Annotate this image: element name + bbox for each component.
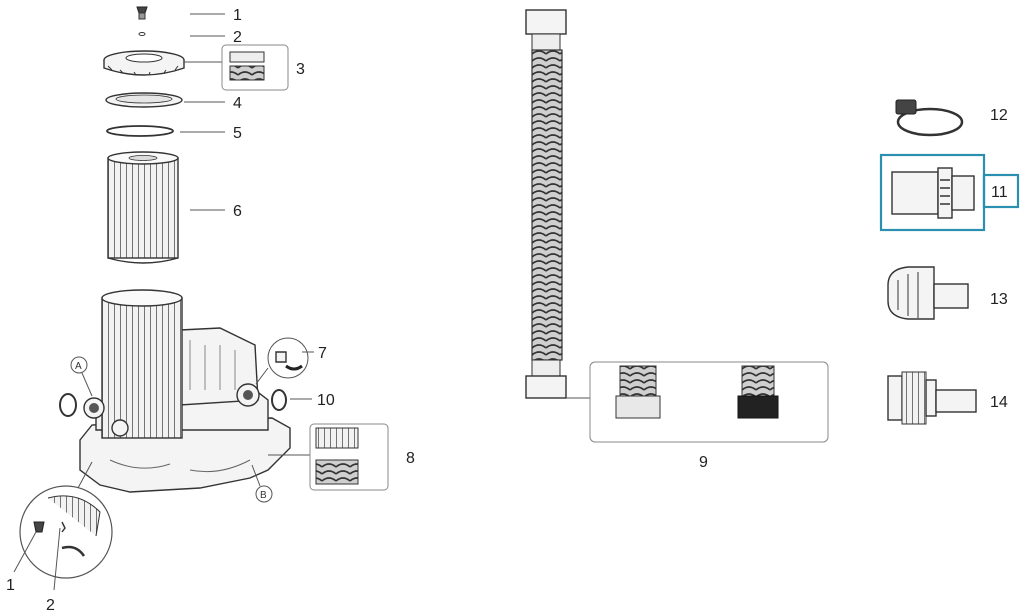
callout-2: 2 — [233, 29, 242, 46]
part-5-cover-o-ring — [106, 125, 174, 137]
detail-box-9 — [589, 361, 829, 443]
callout-9: 9 — [699, 454, 708, 471]
part-7-plunger-valve — [255, 337, 309, 385]
part-8-strainer-connector — [315, 427, 359, 485]
part-13-hose-adapter — [887, 266, 969, 320]
port-a-marker: A — [70, 356, 93, 397]
callout-detail-1: 1 — [6, 577, 15, 594]
part-2-o-ring — [138, 32, 146, 36]
leader-detail-2 — [53, 527, 61, 591]
callout-4: 4 — [233, 95, 242, 112]
callout-1: 1 — [233, 7, 242, 24]
leader-detail-1 — [13, 531, 37, 573]
detail-box-3 — [221, 44, 289, 91]
callout-12: 12 — [990, 107, 1008, 124]
part-4-filter-cover — [105, 92, 183, 108]
callout-detail-2: 2 — [46, 597, 55, 613]
part-9-detail — [615, 365, 779, 419]
callout-11: 11 — [991, 184, 1008, 201]
part-9-hose — [525, 9, 567, 399]
port-a-label: A — [75, 361, 82, 372]
callout-11-box — [982, 173, 1020, 209]
port-a-o-ring — [59, 393, 77, 417]
part-6-filter-cartridge — [107, 151, 179, 264]
part-11-plunger-valve-adapter — [891, 167, 975, 219]
callout-7: 7 — [318, 345, 327, 362]
part-10-o-ring — [271, 389, 287, 411]
part-3-detail — [229, 51, 265, 81]
part-3-lock-ring — [103, 50, 185, 76]
port-b-label: B — [260, 490, 267, 501]
callout-8: 8 — [406, 450, 415, 467]
port-b-marker: B — [251, 464, 273, 503]
part-1-air-release-valve — [136, 6, 148, 20]
port-b-fitting — [236, 383, 260, 407]
detail-circle-valve — [19, 461, 113, 579]
part-14-strainer-nut — [887, 371, 977, 425]
callout-5: 5 — [233, 125, 242, 142]
callout-14: 14 — [990, 394, 1008, 411]
detail-box-8 — [309, 423, 389, 491]
pump-housing — [79, 289, 291, 493]
callout-6: 6 — [233, 203, 242, 220]
callout-10: 10 — [317, 392, 335, 409]
port-a-fitting — [83, 397, 129, 437]
callout-3: 3 — [296, 61, 305, 78]
callout-13: 13 — [990, 291, 1008, 308]
part-12-hose-clamp — [895, 99, 964, 137]
